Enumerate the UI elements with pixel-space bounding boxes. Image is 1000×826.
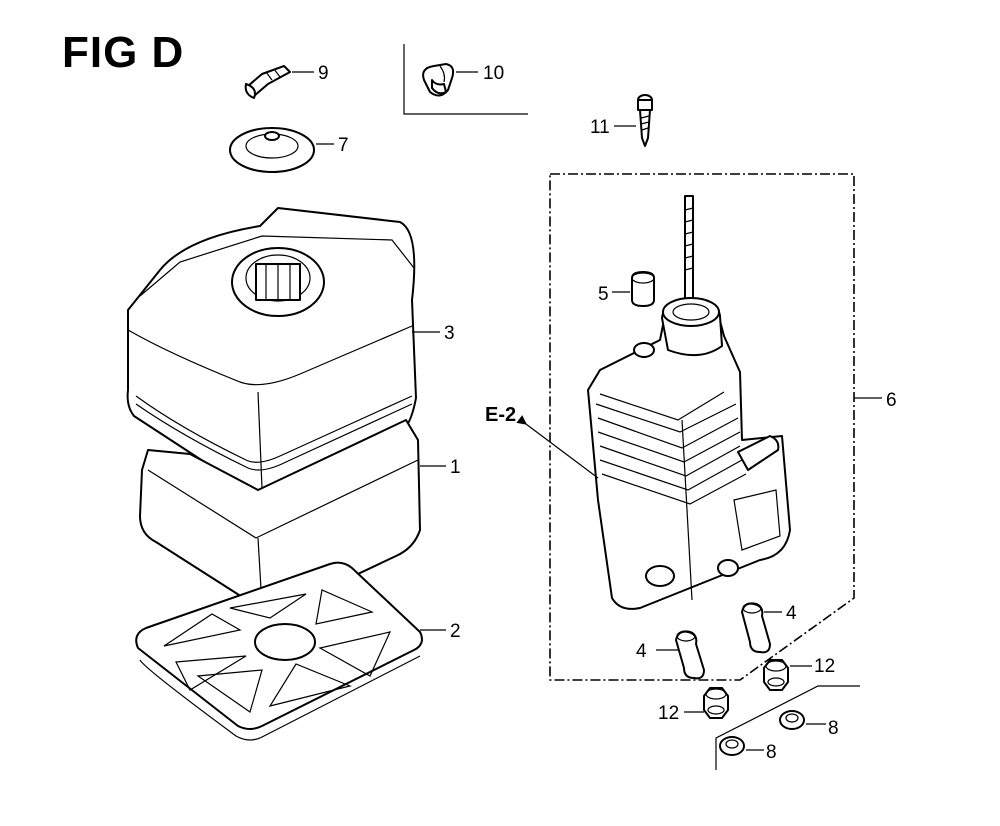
part-10-wing-nut [422, 63, 455, 97]
part-8-bracket [715, 685, 860, 770]
part-4-dowel-upper [741, 602, 771, 654]
reference-e2: E-2 [485, 404, 516, 426]
callout-8-left: 8 [766, 742, 777, 763]
callout-4-upper: 4 [786, 603, 797, 624]
part-5-collar [631, 271, 655, 307]
callout-6: 6 [886, 390, 897, 411]
part-8-washer-left [719, 736, 745, 756]
part-7-grommet [229, 127, 315, 173]
callout-3: 3 [444, 323, 455, 344]
part-12-nut-right [763, 659, 789, 691]
callout-10: 10 [483, 63, 504, 84]
part-9-wing-bolt [244, 65, 291, 99]
part-2-base-plate [135, 561, 423, 741]
part-10-bracket [403, 44, 528, 115]
callout-2: 2 [450, 621, 461, 642]
callout-12-left: 12 [658, 703, 679, 724]
callout-5: 5 [598, 284, 609, 305]
callout-12-right: 12 [814, 656, 835, 677]
callout-8-right: 8 [828, 718, 839, 739]
part-3-air-cleaner-cover [126, 207, 417, 492]
assembly-frame [549, 173, 855, 681]
part-6-elbow-assembly [587, 195, 791, 610]
part-4-dowel-lower [675, 630, 705, 680]
callout-7: 7 [338, 135, 349, 156]
part-12-nut-left [703, 687, 729, 719]
reference-e2-arrow [516, 415, 599, 479]
part-11-screw [637, 94, 653, 147]
callout-9: 9 [318, 63, 329, 84]
part-8-washer-right [779, 710, 805, 730]
callout-4-lower: 4 [636, 641, 647, 662]
figure-title: FIG D [62, 28, 185, 77]
callout-11: 11 [590, 117, 610, 138]
callout-1: 1 [450, 457, 461, 478]
